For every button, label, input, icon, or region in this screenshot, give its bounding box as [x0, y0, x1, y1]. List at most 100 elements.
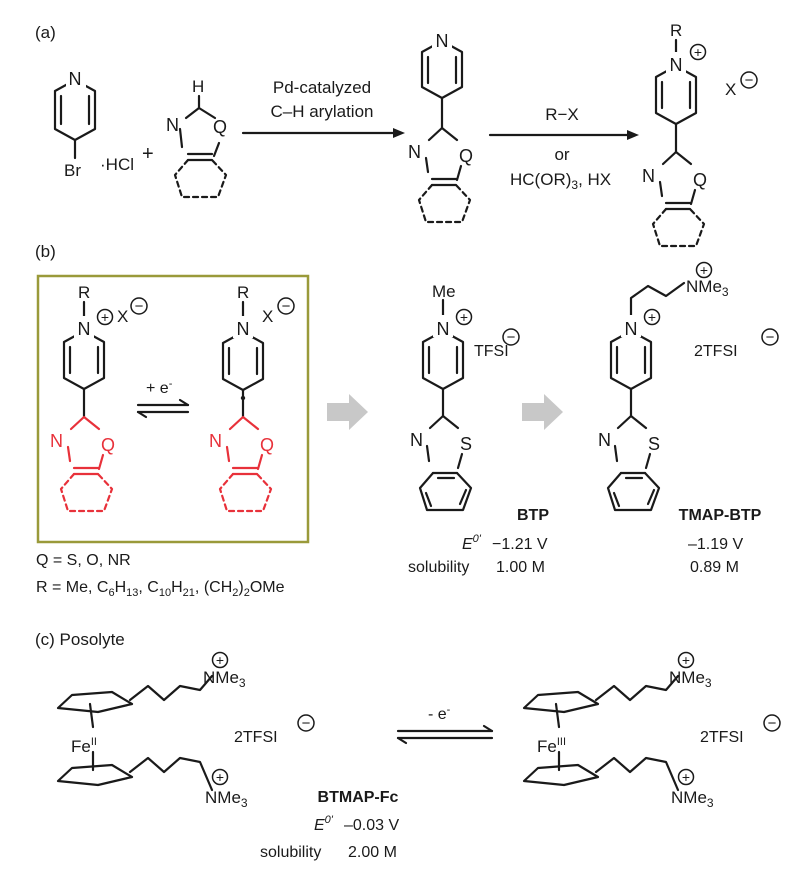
- block-arrow-1: [327, 394, 368, 430]
- svg-text:Me: Me: [432, 282, 456, 301]
- section-label-b: (b): [35, 242, 56, 261]
- svg-text:+: +: [694, 44, 702, 60]
- pyridinium-azole: R N + X − N Q: [642, 21, 758, 248]
- svg-text:NMe3: NMe3: [671, 788, 714, 810]
- btp-structure: Me N + TFSI − N S: [410, 282, 520, 512]
- svg-text:+: +: [700, 262, 708, 278]
- svg-text:−: −: [766, 329, 775, 346]
- reaction-arrow-2: R−X or HC(OR)3, HX: [488, 105, 639, 192]
- svg-text:2TFSI: 2TFSI: [234, 729, 278, 746]
- reaction-arrow-1: Pd-catalyzed C–H arylation: [241, 78, 405, 138]
- section-label-c: (c) Posolyte: [35, 630, 125, 649]
- svg-text:R: R: [237, 283, 249, 302]
- svg-text:+: +: [101, 309, 109, 325]
- n-atom: N: [78, 319, 91, 339]
- svg-text:+ e-: + e-: [146, 378, 173, 397]
- e0-label: E0': [462, 533, 482, 553]
- n-atom: N: [237, 319, 250, 339]
- svg-text:+: +: [460, 309, 468, 325]
- q-atom-red: Q: [101, 435, 115, 455]
- fc-solubility-value: 2.00 M: [348, 844, 397, 861]
- s-atom: S: [460, 434, 472, 454]
- svg-text:X: X: [262, 307, 273, 326]
- pyridyl-azole: N N Q: [408, 28, 473, 224]
- svg-text:X: X: [725, 80, 736, 99]
- svg-text:+: +: [682, 769, 690, 785]
- svg-text:R: R: [78, 283, 90, 302]
- svg-text:TFSI: TFSI: [474, 343, 509, 360]
- mechanism-box: [36, 274, 310, 544]
- n-atom-red: N: [50, 431, 63, 451]
- equilibrium-arrow-oxidation: - e-: [396, 704, 494, 745]
- svg-text:FeIII: FeIII: [537, 736, 566, 756]
- bromopyridine: N Br ·HCl: [53, 66, 134, 180]
- fc-solubility-label: solubility: [260, 844, 321, 861]
- fc-e0-label: E0': [314, 814, 334, 834]
- q-atom: Q: [213, 117, 227, 137]
- pyridinium-red-azole: R N + X − N Q: [50, 283, 148, 513]
- svg-text:−: −: [768, 715, 777, 732]
- equilibrium-arrow-reduction: + e-: [136, 378, 190, 419]
- svg-text:or: or: [554, 145, 569, 164]
- q-atom: Q: [459, 146, 473, 166]
- q-definition: Q = S, O, NR: [36, 552, 131, 569]
- svg-text:NMe3: NMe3: [205, 788, 248, 810]
- svg-text:−: −: [507, 329, 516, 346]
- n-atom: N: [642, 166, 655, 186]
- svg-text:−: −: [282, 298, 291, 315]
- n-atom-red: N: [209, 431, 222, 451]
- btp-solubility: 1.00 M: [496, 559, 545, 576]
- n-atom: N: [625, 319, 638, 339]
- svg-text:−: −: [745, 72, 754, 89]
- n-atom: N: [437, 319, 450, 339]
- svg-text:HC(OR)3, HX: HC(OR)3, HX: [510, 170, 611, 192]
- tmap-btp-name: TMAP-BTP: [679, 507, 762, 524]
- r-definition: R = Me, C6H13, C10H21, (CH2)2OMe: [36, 579, 285, 599]
- s-atom: S: [648, 434, 660, 454]
- btmap-ferrocene: FeII + NMe3 + NMe3 2TFSI −: [56, 651, 315, 810]
- svg-text:R−X: R−X: [545, 105, 579, 124]
- svg-text:+: +: [216, 652, 224, 668]
- svg-text:- e-: - e-: [428, 704, 451, 723]
- svg-text:R: R: [670, 21, 682, 40]
- pyridinyl-radical-red-azole: R N X − N Q: [209, 283, 295, 513]
- svg-text:C–H arylation: C–H arylation: [271, 102, 374, 121]
- tmap-e0: –1.19 V: [688, 536, 743, 553]
- svg-text:2TFSI: 2TFSI: [694, 343, 738, 360]
- n-atom: N: [436, 31, 449, 51]
- tmap-btp-structure: N + + NMe3 2TFSI − N S: [598, 261, 779, 512]
- fc-e0-value: –0.03 V: [344, 817, 399, 834]
- q-atom-red: Q: [260, 435, 274, 455]
- block-arrow-2: [522, 394, 563, 430]
- bromo-label: Br: [64, 161, 81, 180]
- svg-text:+: +: [648, 309, 656, 325]
- svg-text:H: H: [192, 77, 204, 96]
- svg-text:Pd-catalyzed: Pd-catalyzed: [273, 78, 371, 97]
- n-atom: N: [166, 115, 179, 135]
- btmap-ferrocenium: FeIII + NMe3 + NMe3 2TFSI −: [522, 651, 781, 810]
- tmap-solubility: 0.89 M: [690, 559, 739, 576]
- n-atom: N: [670, 55, 683, 75]
- n-atom: N: [410, 430, 423, 450]
- n-atom: N: [408, 142, 421, 162]
- svg-text:NMe3: NMe3: [203, 668, 246, 690]
- svg-text:−: −: [135, 298, 144, 315]
- svg-text:−: −: [302, 715, 311, 732]
- n-atom: N: [598, 430, 611, 450]
- svg-text:+: +: [682, 652, 690, 668]
- btmap-fc-name: BTMAP-Fc: [318, 789, 399, 806]
- btp-name: BTP: [517, 507, 549, 524]
- q-atom: Q: [693, 170, 707, 190]
- svg-text:NMe3: NMe3: [669, 668, 712, 690]
- svg-text:2TFSI: 2TFSI: [700, 729, 744, 746]
- hcl-label: ·HCl: [100, 155, 134, 174]
- svg-text:X: X: [117, 307, 128, 326]
- n-atom: N: [69, 69, 82, 89]
- plus-sign: +: [142, 143, 154, 165]
- section-label-a: (a): [35, 23, 56, 42]
- solubility-label: solubility: [408, 559, 469, 576]
- azole-reactant: H N Q: [166, 77, 228, 199]
- svg-text:+: +: [216, 769, 224, 785]
- svg-text:NMe3: NMe3: [686, 277, 729, 299]
